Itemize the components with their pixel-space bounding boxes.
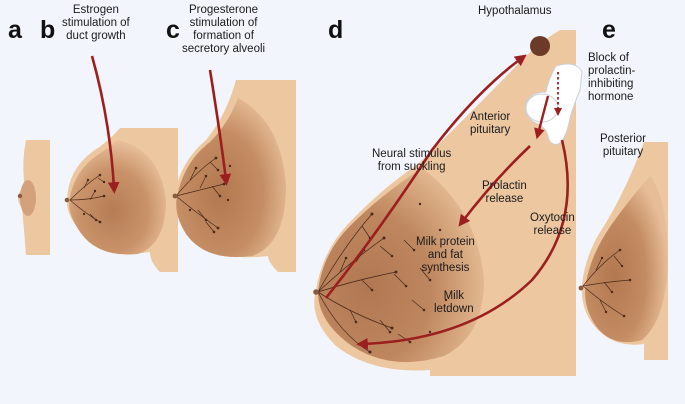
panel-e-letter: e: [602, 16, 616, 44]
panel-e-breast: [578, 142, 668, 360]
panel-c-breast: [172, 80, 296, 272]
panel-a-breast: [17, 140, 50, 255]
oxytocin-release-arrow: [356, 139, 569, 350]
anterior-pituitary-arrow: [534, 95, 550, 140]
estrogen-arrow: [90, 55, 120, 194]
hypothalamus-label: Hypothalamus: [478, 5, 552, 17]
progesterone-arrow: [208, 69, 232, 186]
panel-a-letter: a: [8, 16, 22, 44]
panel-b-letter: b: [40, 16, 56, 44]
panel-c-letter: c: [166, 16, 180, 44]
panel-b-breast: [64, 128, 178, 272]
prolactin-release-arrow: [458, 145, 531, 227]
panel-d-letter: d: [328, 16, 344, 44]
panel-d-breast: [313, 30, 576, 376]
neural-stimulus-arrow: [324, 54, 527, 299]
